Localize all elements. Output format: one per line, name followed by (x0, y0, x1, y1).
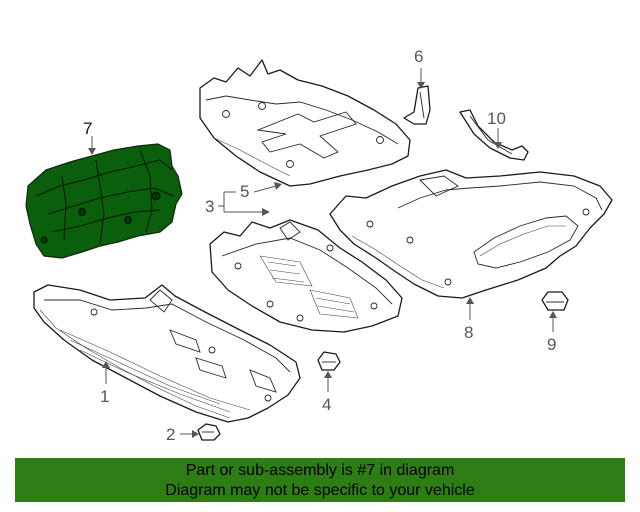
banner-line-1: Part or sub-assembly is #7 in diagram (185, 462, 455, 479)
info-banner: Part or sub-assembly is #7 in diagram Di… (15, 458, 625, 502)
part-3-center-shield[interactable] (209, 219, 403, 333)
part-2-clip[interactable] (197, 423, 221, 441)
part-6-bracket[interactable] (403, 85, 431, 125)
part-9-bracket[interactable] (541, 291, 569, 311)
part-7-highlighted-insulator[interactable] (25, 143, 183, 259)
callout-8: 8 (464, 323, 473, 342)
callout-3: 3 (205, 197, 214, 216)
callout-1: 1 (100, 387, 109, 406)
callout-5: 5 (240, 182, 249, 201)
callout-9: 9 (547, 335, 556, 354)
callout-7: 7 (83, 119, 92, 138)
part-8-underbody-pan[interactable] (329, 169, 613, 299)
banner-line-2: Diagram may not be specific to your vehi… (165, 482, 475, 499)
callout-4: 4 (322, 395, 331, 414)
callout-10: 10 (487, 109, 506, 128)
part-4-bracket[interactable] (317, 351, 341, 371)
leader-lines (88, 68, 557, 438)
parts-diagram: 7 6 10 5 3 1 2 4 8 9 (25, 47, 613, 444)
part-10-bracket[interactable] (459, 109, 529, 161)
part-5-upper-shield[interactable] (199, 59, 411, 187)
callout-2: 2 (166, 425, 175, 444)
callout-6: 6 (414, 47, 423, 66)
part-1-front-lower-cover[interactable] (33, 284, 301, 423)
